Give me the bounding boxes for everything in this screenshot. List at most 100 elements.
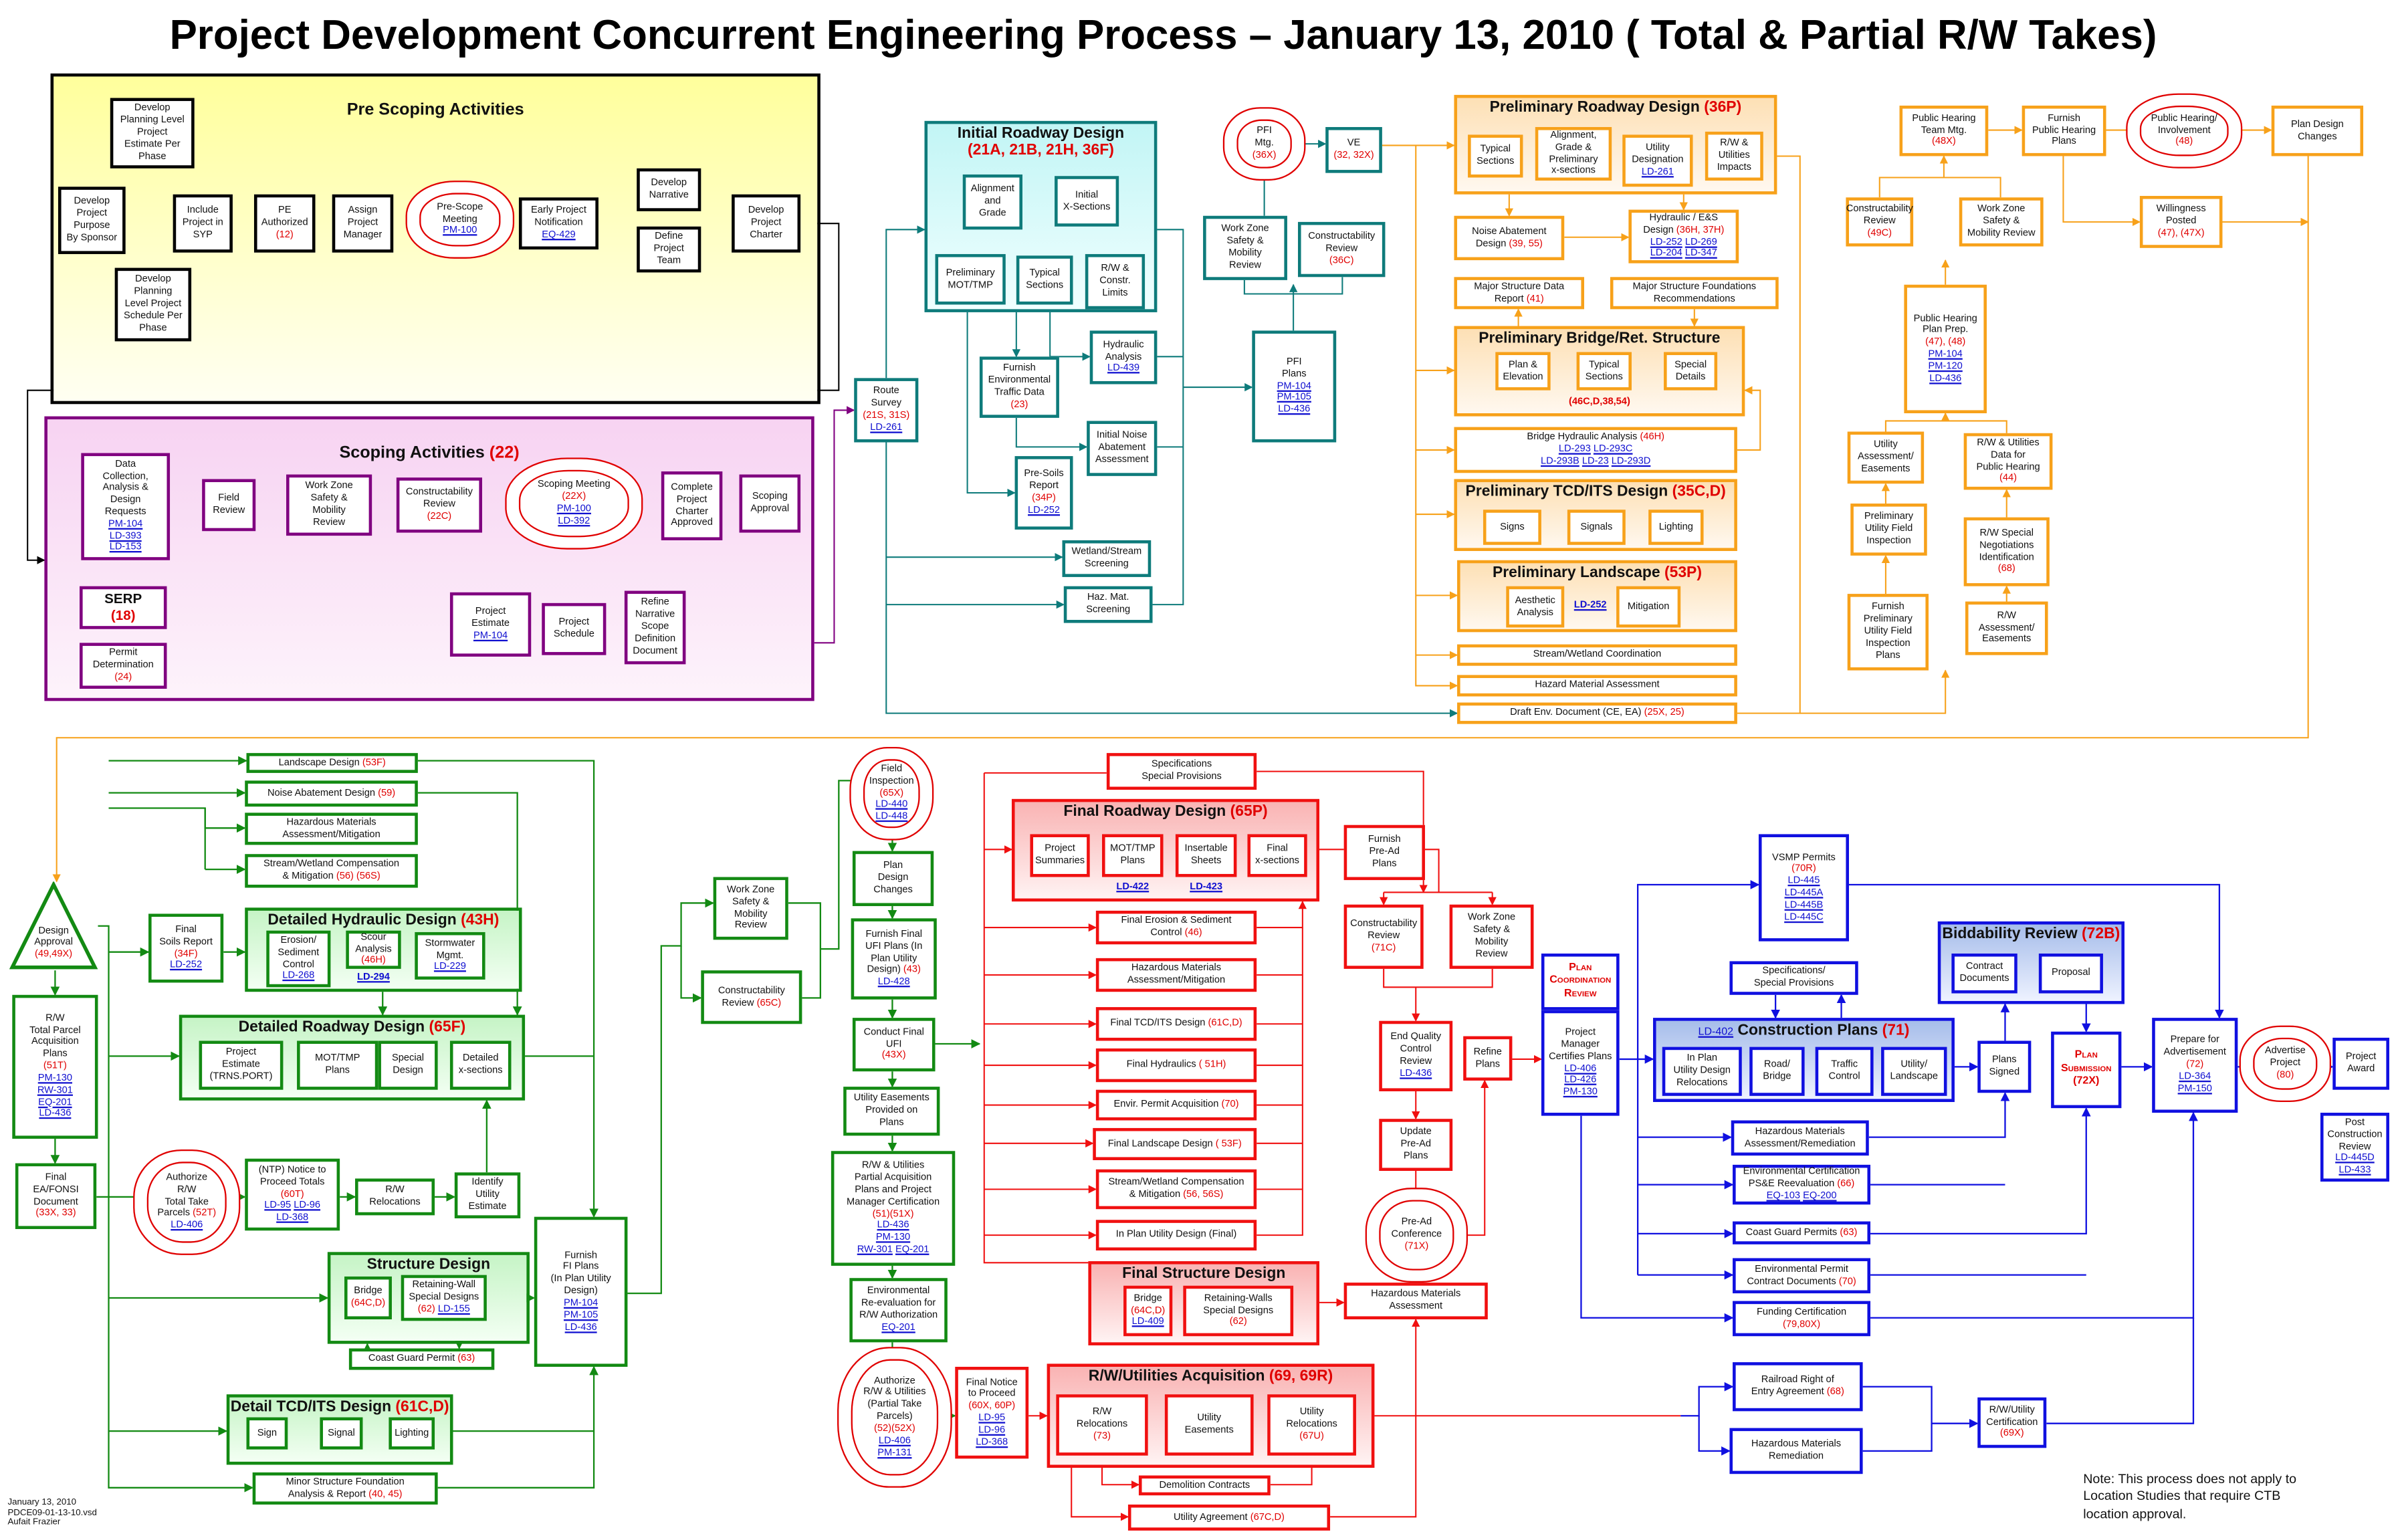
util-agreement-box[interactable]: Utility Agreement (67C,D) — [1127, 1504, 1331, 1531]
document-link[interactable]: LD-252 — [1028, 504, 1061, 516]
document-link[interactable]: LD-428 — [877, 976, 910, 988]
document-link[interactable]: LD-436 — [1929, 372, 1962, 384]
document-link[interactable]: LD-268 — [282, 970, 315, 982]
signals-o-box[interactable]: Signals — [1567, 510, 1626, 545]
document-link[interactable]: LD-445B — [1784, 899, 1824, 911]
document-link[interactable]: EQ-201 — [38, 1097, 72, 1108]
draft-env-box[interactable]: Draft Env. Document (CE, EA) (25X, 25) — [1457, 702, 1737, 724]
coast-b-box[interactable]: Coast Guard Permits (63) — [1733, 1221, 1871, 1244]
specs-b-box[interactable]: Specifications/Special Provisions — [1729, 961, 1858, 995]
document-link[interactable]: PM-100 — [443, 225, 477, 237]
document-link[interactable]: LD-96 — [978, 1424, 1006, 1436]
document-link[interactable]: EQ-201 — [881, 1322, 915, 1333]
document-link[interactable]: LD-436 — [877, 1220, 909, 1231]
signs-o-box[interactable]: Signs — [1483, 510, 1541, 545]
document-link[interactable]: PM-130 — [875, 1232, 911, 1243]
document-link[interactable]: PM-104 — [1277, 380, 1311, 392]
mitigation-box[interactable]: Mitigation — [1616, 586, 1681, 628]
document-link[interactable]: PM-100 — [556, 504, 591, 515]
document-link[interactable]: EQ-200 — [1803, 1190, 1837, 1202]
document-link[interactable]: LD-436 — [1278, 404, 1311, 415]
signal-g-box[interactable]: Signal — [320, 1417, 363, 1450]
document-link[interactable]: LD-402 — [1698, 1026, 1734, 1038]
document-link[interactable]: LD-368 — [276, 1212, 309, 1224]
document-link[interactable]: LD-252 — [1650, 236, 1682, 247]
final-tcd-box[interactable]: Final TCD/ITS Design (61C,D) — [1095, 1007, 1257, 1041]
document-link[interactable]: LD-445D — [2335, 1153, 2375, 1164]
document-link[interactable]: LD-406 — [878, 1435, 911, 1446]
final-hydr-box[interactable]: Final Hydraulics ( 51H) — [1095, 1048, 1257, 1083]
document-link[interactable]: LD-347 — [1684, 248, 1717, 259]
document-link[interactable]: PM-150 — [2177, 1083, 2212, 1094]
stream-r-box[interactable]: Stream/Wetland Compensation& Mitigation … — [1095, 1169, 1257, 1210]
document-link[interactable]: LD-445 — [1787, 875, 1820, 887]
road-bridge-box[interactable]: Road/Bridge — [1749, 1047, 1805, 1096]
document-link[interactable]: EQ-103 — [1766, 1190, 1800, 1202]
document-link[interactable]: PM-130 — [1563, 1087, 1598, 1098]
document-link[interactable]: LD-448 — [875, 811, 908, 822]
document-link[interactable]: LD-293 — [1558, 443, 1591, 455]
coast-g-box[interactable]: Coast Guard Permit (63) — [348, 1348, 495, 1370]
rw-constr-box[interactable]: R/W &Constr.Limits — [1085, 253, 1146, 310]
document-link[interactable]: LD-445C — [1784, 911, 1824, 923]
document-link[interactable]: PM-104 — [563, 1297, 598, 1309]
document-link[interactable]: PM-104 — [108, 518, 143, 530]
stream-g-box[interactable]: Stream/Wetland Compensation& Mitigation … — [245, 854, 418, 888]
document-link[interactable]: LD-426 — [1564, 1075, 1597, 1086]
document-link[interactable]: LD-393 — [109, 530, 142, 542]
